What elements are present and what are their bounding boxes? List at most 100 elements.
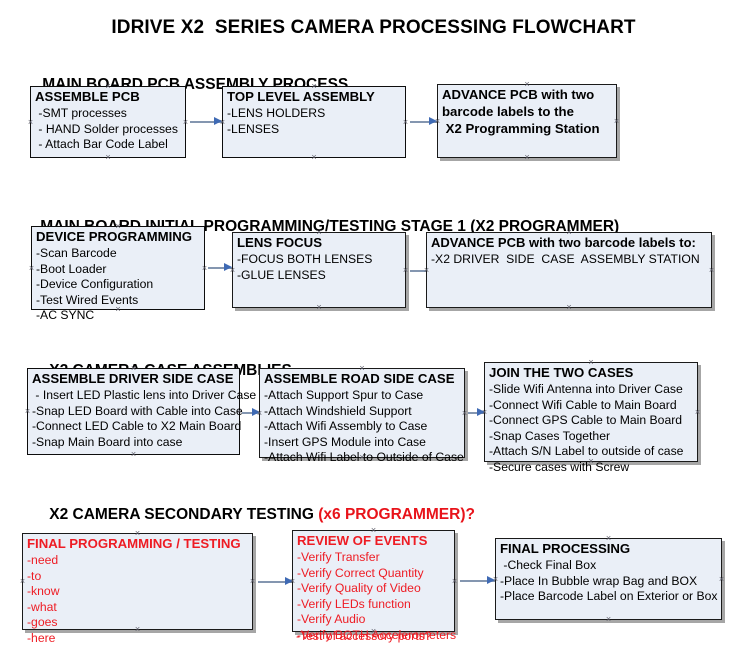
connection-handle-left[interactable] — [481, 409, 488, 416]
box-title: ADVANCE PCB with two barcode labels to: — [431, 235, 696, 250]
connection-handle-top[interactable] — [588, 359, 595, 366]
connection-handle-right[interactable] — [694, 409, 701, 416]
connection-handle-top[interactable] — [105, 83, 112, 90]
box-title: FINAL PROGRAMMING / TESTING — [27, 536, 241, 551]
box-line: -here — [27, 630, 56, 645]
connection-handle-top[interactable] — [566, 229, 573, 236]
box-line: -Attach S/N Label to outside of case — [489, 444, 684, 458]
connection-handle-right[interactable] — [461, 410, 468, 417]
box-title: REVIEW OF EVENTS — [297, 533, 428, 548]
box-line: -what — [27, 599, 57, 614]
box-line: -X2 DRIVER SIDE CASE ASSEMBLY STATION — [431, 252, 700, 266]
connection-handle-top[interactable] — [134, 530, 141, 537]
process-box-advance-pcb-driver-side[interactable]: ADVANCE PCB with two barcode labels to: … — [426, 232, 712, 308]
box-line: -Device Configuration — [36, 277, 154, 291]
connection-handle-bottom[interactable] — [115, 306, 122, 313]
process-box-assemble-road-side-case[interactable]: ASSEMBLE ROAD SIDE CASE -Attach Support … — [256, 365, 468, 464]
box-line: -Verify Transfer — [297, 550, 380, 564]
connection-handle-right[interactable] — [718, 576, 725, 583]
box-line: - HAND Solder processes — [35, 121, 178, 136]
box-line: -Attach Wifi Assembly to Case — [264, 419, 428, 433]
connection-handle-bottom[interactable] — [130, 451, 137, 458]
connection-handle-top[interactable] — [311, 83, 318, 90]
connection-handle-right[interactable] — [402, 267, 409, 274]
connection-handle-left[interactable] — [434, 118, 441, 125]
box-title: ASSEMBLE DRIVER SIDE CASE — [32, 371, 234, 386]
connection-handle-right[interactable] — [201, 265, 208, 272]
process-box-lens-focus[interactable]: LENS FOCUS -FOCUS BOTH LENSES -GLUE LENS… — [232, 232, 406, 308]
connection-handle-right[interactable] — [451, 578, 458, 585]
box-line: -AC SYNC — [36, 308, 95, 322]
connection-handle-top[interactable] — [370, 527, 377, 534]
connection-handle-left[interactable] — [28, 265, 35, 272]
box-line: -Connect GPS Cable to Main Board — [489, 413, 683, 427]
arrow-connector — [460, 576, 495, 585]
connection-handle-top[interactable] — [115, 223, 122, 230]
connection-handle-right[interactable] — [182, 119, 189, 126]
box-title: ADVANCE PCB with two — [442, 87, 595, 102]
connection-handle-right[interactable] — [249, 578, 256, 585]
process-box-top-level-assembly[interactable]: TOP LEVEL ASSEMBLY -LENS HOLDERS -LENSES — [222, 86, 406, 158]
arrow-connector — [410, 117, 437, 126]
section-heading-4-highlight: (x6 PROGRAMMER)? — [318, 506, 475, 523]
arrow-shaft — [208, 266, 232, 269]
box-line: -Verify Quality of Video — [297, 581, 421, 595]
connection-handle-left[interactable] — [24, 408, 31, 415]
connection-handle-right[interactable] — [708, 267, 715, 274]
box-line: -LENS HOLDERS — [227, 106, 326, 120]
box-title: JOIN THE TWO CASES — [489, 365, 634, 380]
arrow-head — [487, 576, 495, 584]
connection-handle-bottom[interactable] — [105, 154, 112, 161]
box-line: -Slide Wifi Antenna into Driver Case — [489, 382, 683, 396]
box-line: -Secure cases with Screw — [489, 459, 630, 474]
connection-handle-left[interactable] — [492, 576, 499, 583]
connection-handle-bottom[interactable] — [134, 626, 141, 633]
connection-handle-left[interactable] — [219, 119, 226, 126]
connection-handle-left[interactable] — [289, 578, 296, 585]
connection-handle-right[interactable] — [402, 119, 409, 126]
connection-handle-top[interactable] — [524, 81, 531, 88]
process-box-device-programming[interactable]: DEVICE PROGRAMMING -Scan Barcode -Boot L… — [28, 223, 208, 322]
arrow-shaft — [190, 120, 222, 123]
connection-handle-bottom[interactable] — [359, 454, 366, 461]
box-line: -need — [27, 553, 59, 567]
connection-handle-bottom[interactable] — [316, 304, 323, 311]
process-box-assemble-pcb[interactable]: ASSEMBLE PCB -SMT processes - HAND Solde… — [30, 86, 186, 158]
connection-handle-top[interactable] — [359, 365, 366, 372]
process-box-final-processing[interactable]: FINAL PROCESSING -Check Final Box -Place… — [495, 538, 722, 620]
arrow-shaft — [460, 579, 495, 582]
connection-handle-top[interactable] — [316, 229, 323, 236]
connection-handle-left[interactable] — [229, 267, 236, 274]
connection-handle-right[interactable] — [613, 118, 620, 125]
box-line: -Place Barcode Label on Exterior or Box — [500, 589, 718, 603]
process-box-join-the-two-cases[interactable]: JOIN THE TWO CASES -Slide Wifi Antenna i… — [481, 359, 701, 474]
box-line: -to — [27, 568, 42, 583]
arrow-shaft — [468, 411, 485, 414]
process-box-review-of-events[interactable]: REVIEW OF EVENTS -Verify Transfer -Verif… — [289, 527, 458, 642]
process-box-advance-pcb-programming-station[interactable]: ADVANCE PCB with two barcode labels to t… — [437, 84, 617, 158]
box-line: -Scan Barcode — [36, 246, 117, 260]
connection-handle-left[interactable] — [423, 267, 430, 274]
connection-handle-left[interactable] — [256, 410, 263, 417]
box-line: - Insert LED Plastic lens into Driver Ca… — [32, 388, 257, 402]
connection-handle-top[interactable] — [605, 535, 612, 542]
arrow-head — [429, 117, 437, 125]
connection-handle-bottom[interactable] — [605, 616, 612, 623]
box-line: -FOCUS BOTH LENSES — [237, 252, 373, 266]
connection-handle-top[interactable] — [130, 365, 137, 372]
arrow-connector — [258, 577, 293, 586]
connection-handle-left[interactable] — [19, 578, 26, 585]
connection-handle-left[interactable] — [27, 119, 34, 126]
box-line: -Verify LEDs function — [297, 596, 411, 611]
connection-handle-bottom[interactable] — [524, 154, 531, 161]
process-box-assemble-driver-side-case[interactable]: ASSEMBLE DRIVER SIDE CASE - Insert LED P… — [24, 365, 257, 458]
box-line: -Connect Wifi Cable to Main Board — [489, 397, 677, 412]
connection-handle-bottom[interactable] — [566, 304, 573, 311]
connection-handle-bottom[interactable] — [588, 458, 595, 465]
box-line: -goes — [27, 615, 58, 629]
box-line: -Test Wired Events — [36, 292, 139, 307]
connection-handle-bottom[interactable] — [311, 154, 318, 161]
process-box-final-programming-testing[interactable]: FINAL PROGRAMMING / TESTING -need -to -k… — [19, 530, 256, 645]
box-line-overflow: -Test of accessory ports? — [296, 629, 432, 643]
